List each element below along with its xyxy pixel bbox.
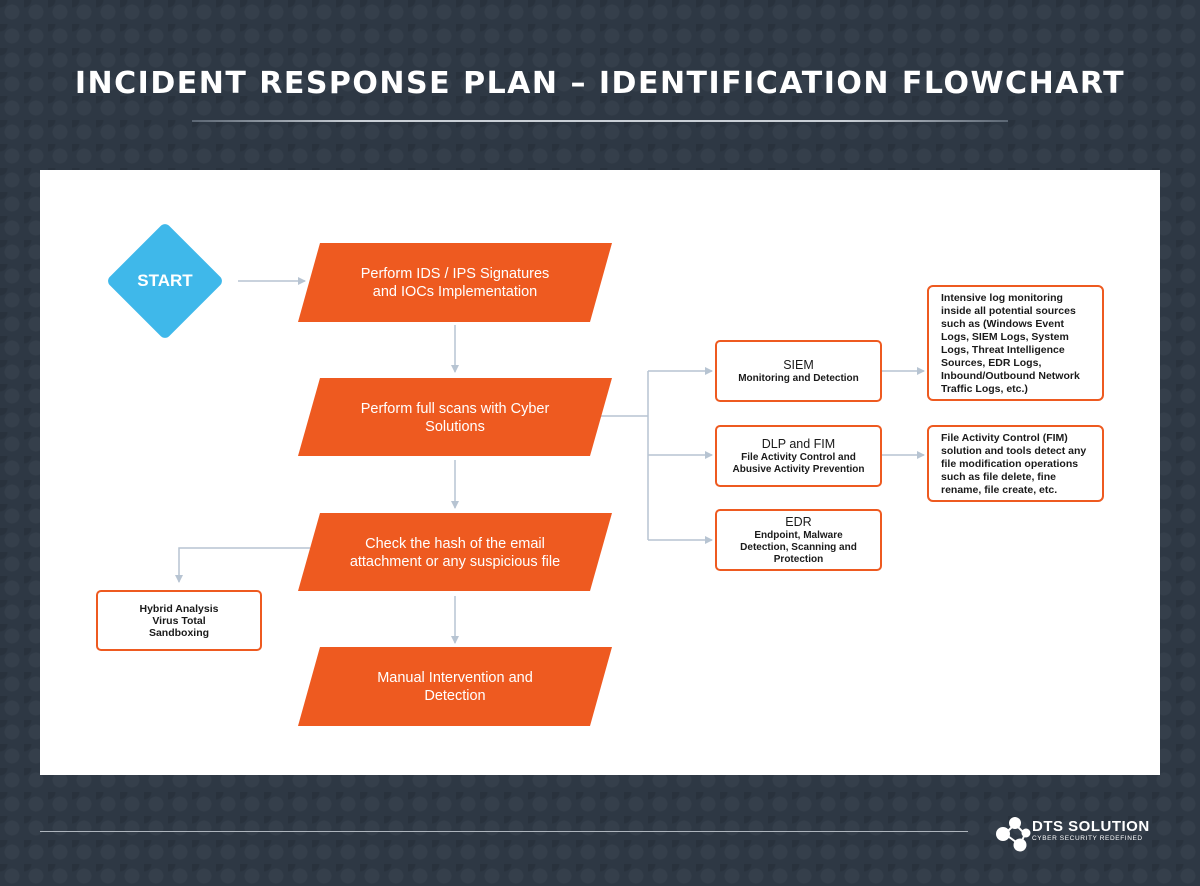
siem-note: Intensive log monitoring inside all pote… [927, 285, 1104, 401]
fim-note-line: file modification operations [941, 458, 1079, 470]
fim-note-line: File Activity Control (FIM) [941, 432, 1068, 444]
siem-description: Monitoring and Detection [738, 372, 859, 384]
step-3-line1: Check the hash of the email [365, 536, 545, 552]
brand-name: DTS SOLUTION [1032, 818, 1150, 835]
step-3: Check the hash of the email attachment o… [298, 513, 612, 593]
dlp-fim-description-2: Abusive Activity Prevention [732, 463, 865, 475]
fim-note: File Activity Control (FIM) solution and… [927, 425, 1104, 502]
edr-description-3: Protection [773, 553, 824, 565]
hash-tool-item: Hybrid Analysis [139, 602, 219, 615]
siem-note-line: Logs, SIEM Logs, System [941, 331, 1069, 343]
step-2-line2: Solutions [425, 419, 485, 435]
dlp-fim-description-1: File Activity Control and [741, 451, 856, 463]
edr-box: EDR Endpoint, Malware Detection, Scannin… [715, 509, 882, 571]
footer-divider [40, 831, 968, 832]
step-4-line1: Manual Intervention and [377, 670, 533, 686]
siem-note-line: Intensive log monitoring [941, 292, 1063, 304]
step-2: Perform full scans with Cyber Solutions [298, 378, 612, 458]
siem-note-line: Logs, Threat Intelligence [941, 344, 1065, 356]
siem-note-line: inside all potential sources [941, 305, 1076, 317]
step-shape-4 [298, 647, 612, 726]
connector-step3-tools [175, 547, 310, 583]
step-2-line1: Perform full scans with Cyber [360, 401, 550, 417]
start-node: START [137, 271, 193, 290]
fim-note-line: such as file delete, fine [941, 471, 1056, 483]
step-shape-2 [298, 378, 612, 456]
siem-note-line: Inbound/Outbound Network [941, 370, 1080, 382]
title-divider [192, 120, 1008, 122]
brand-tagline: CYBER SECURITY REDEFINED [1032, 835, 1143, 842]
step-3-line2: attachment or any suspicious file [349, 554, 561, 570]
hash-tool-item: Sandboxing [148, 626, 210, 639]
fim-note-line: solution and tools detect any [941, 445, 1087, 457]
step-shape-1 [298, 243, 612, 322]
step-1-line1: Perform IDS / IPS Signatures [360, 266, 550, 282]
siem-name: SIEM [783, 357, 814, 372]
siem-note-line: Sources, EDR Logs, [941, 357, 1042, 369]
siem-note-line: such as (Windows Event [941, 318, 1065, 330]
edr-description-2: Detection, Scanning and [740, 541, 857, 553]
step-1: Perform IDS / IPS Signatures and IOCs Im… [298, 243, 612, 323]
step-4-line2: Detection [424, 688, 486, 704]
edr-description-1: Endpoint, Malware [754, 529, 843, 541]
dlp-fim-box: DLP and FIM File Activity Control and Ab… [715, 425, 882, 487]
step-shape-3 [298, 513, 612, 591]
siem-note-line: Traffic Logs, etc.) [941, 383, 1028, 395]
hash-tools-box: Hybrid Analysis Virus Total Sandboxing [96, 590, 262, 651]
dlp-fim-name: DLP and FIM [761, 436, 836, 451]
siem-box: SIEM Monitoring and Detection [715, 340, 882, 402]
start-diamond [108, 224, 222, 338]
step-4: Manual Intervention and Detection [298, 647, 612, 727]
fim-note-line: rename, file create, etc. [941, 484, 1058, 496]
dts-molecule-logo-icon [996, 817, 1031, 852]
brand-logo: DTS SOLUTION CYBER SECURITY REDEFINED [994, 814, 1164, 852]
hash-tool-item: Virus Total [152, 614, 206, 627]
step-1-line2: and IOCs Implementation [372, 284, 538, 300]
edr-name: EDR [785, 514, 812, 529]
page-title: INCIDENT RESPONSE PLAN – IDENTIFICATION … [74, 66, 1126, 101]
